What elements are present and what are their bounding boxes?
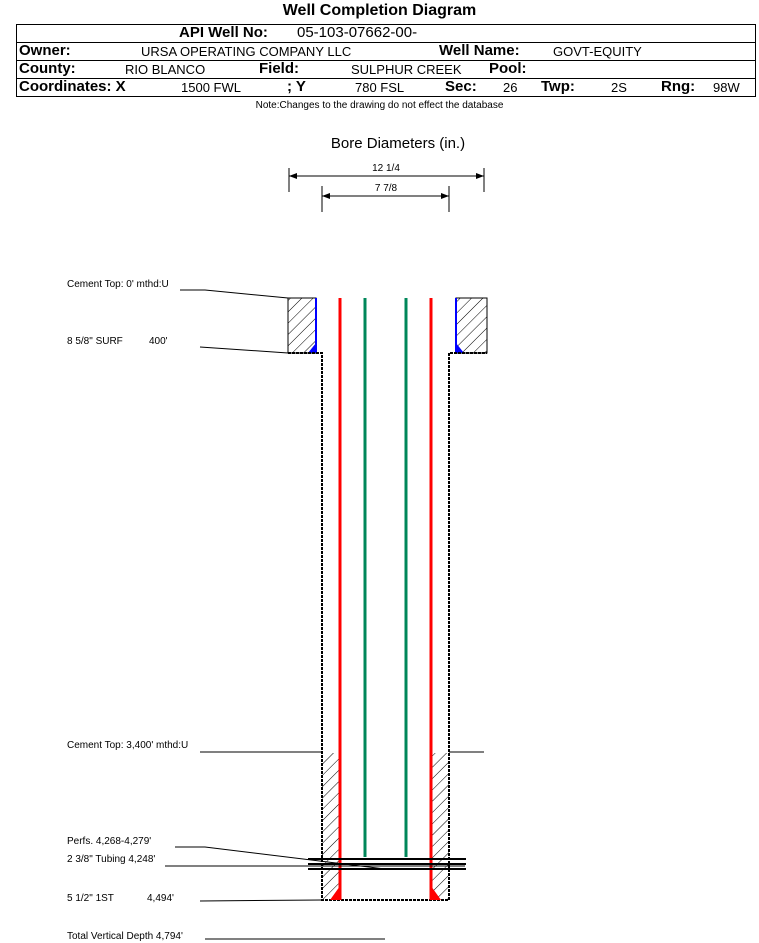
pool-label: Pool: [489,60,527,77]
label-cement-top-prod: Cement Top: 3,400' mthd:U [67,740,188,751]
field-value: SULPHUR CREEK [351,62,462,77]
surface-cement-right [455,297,488,354]
well-info-table: API Well No: 05-103-07662-00- Owner: URS… [16,24,756,97]
surface-cement-left [287,297,317,354]
prod-shoe-right [431,886,441,900]
perforations [308,858,466,870]
label-prod-casing: 5 1/2" 1ST [67,893,114,904]
twp-value: 2S [611,80,627,95]
bore-outer: 12 1/4 [372,163,400,174]
county-row: County: RIO BLANCO Field: SULPHUR CREEK … [17,60,755,79]
api-label: API Well No: [179,24,268,41]
rng-value: 98W [713,80,740,95]
coord-x-value: 1500 FWL [181,80,241,95]
well-name-label: Well Name: [439,42,520,59]
coord-x-label: Coordinates: X [19,78,126,95]
coord-y-label: ; Y [287,78,306,95]
borehole-wall [288,352,487,901]
label-perfs: Perfs. 4,268-4,279' [67,836,151,847]
label-surface-depth: 400' [149,336,168,347]
rng-label: Rng: [661,78,696,95]
twp-label: Twp: [541,78,575,95]
leader-lines [165,289,484,940]
label-tubing: 2 3/8" Tubing 4,248' [67,854,155,865]
field-label: Field: [259,60,299,77]
label-cement-top-surface: Cement Top: 0' mthd:U [67,279,169,290]
owner-label: Owner: [19,42,71,59]
note: Note:Changes to the drawing do not effec… [255,100,504,111]
label-surface-casing: 8 5/8" SURF [67,336,123,347]
prod-cement-left [322,753,340,900]
arrowheads [289,173,484,199]
prod-cement-right [431,753,449,900]
api-value: 05-103-07662-00- [297,24,418,41]
page-title: Well Completion Diagram [282,2,477,19]
dimension-lines [288,168,485,212]
coord-y-value: 780 FSL [355,80,405,95]
label-tvd: Total Vertical Depth 4,794' [67,931,183,942]
owner-value: URSA OPERATING COMPANY LLC [141,44,352,59]
owner-row: Owner: URSA OPERATING COMPANY LLC Well N… [17,42,755,61]
coordinates-row: Coordinates: X 1500 FWL ; Y 780 FSL Sec:… [17,78,755,97]
prod-shoe-left [330,886,340,900]
bore-inner: 7 7/8 [375,183,398,194]
sec-value: 26 [503,80,518,95]
county-label: County: [19,60,76,77]
surface-shoe-right [456,343,464,353]
surface-shoe-left [308,343,316,353]
sec-label: Sec: [445,78,477,95]
api-row: API Well No: 05-103-07662-00- [17,24,755,43]
label-prod-depth: 4,494' [147,893,174,904]
bore-title: Bore Diameters (in.) [331,135,465,152]
well-name-value: GOVT-EQUITY [553,44,642,59]
county-value: RIO BLANCO [125,62,206,77]
